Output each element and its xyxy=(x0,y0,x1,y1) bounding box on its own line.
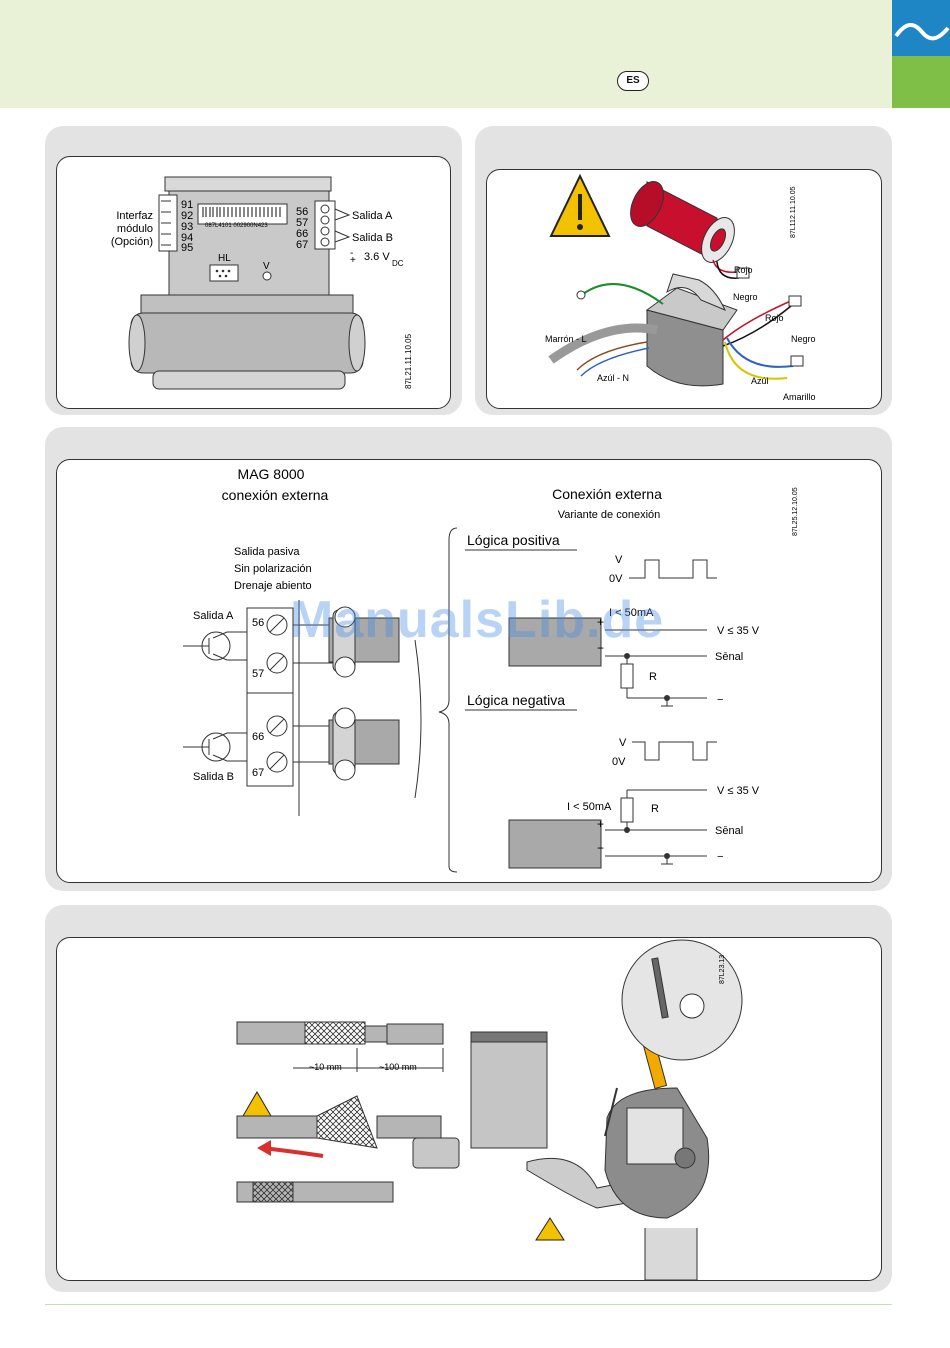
term-56: 56 xyxy=(252,617,264,629)
positive-current: I < 50mA xyxy=(609,607,654,619)
label-rojo-mid: Rojo xyxy=(765,313,784,323)
label-rojo-top: Rojo xyxy=(734,265,753,275)
condition-line3: Drenaje abiento xyxy=(234,580,312,592)
positive-minus: − xyxy=(597,641,604,655)
ref-code-2: 87L112.11.10.05 xyxy=(790,186,797,238)
frame-cable-installation: ~10 mm ~100 mm 87L23.13 xyxy=(56,937,882,1281)
warning-icon-small-2 xyxy=(535,1217,565,1241)
strip-long-label: ~100 mm xyxy=(379,1062,417,1072)
condition-line2: Sin polarización xyxy=(234,563,312,575)
fold-arrow-icon xyxy=(262,1146,324,1158)
wave-icon xyxy=(894,23,950,41)
positive-supply: V ≤ 35 V xyxy=(717,625,760,637)
positive-ground: − xyxy=(717,694,723,706)
term-57: 57 xyxy=(252,668,264,680)
term-66: 66 xyxy=(252,731,264,743)
frame-external-connection: MAG 8000 conexión externa Salida pasiva … xyxy=(56,459,882,883)
output-b-label: Salida B xyxy=(352,232,393,244)
label-azul-n: Azúl - N xyxy=(597,373,629,383)
sensor-housing xyxy=(470,1037,548,1149)
label-negro-top: Negro xyxy=(733,292,758,302)
cable-gland xyxy=(412,1137,460,1169)
serial-label: 087L4101 002900N423 xyxy=(205,223,268,229)
terminal-94-label: 94 xyxy=(181,232,193,244)
v-test-point-icon xyxy=(262,271,272,281)
label-amarillo: Amarillo xyxy=(783,392,816,402)
brand-logo-wave xyxy=(892,0,950,56)
battery-voltage-sub: DC xyxy=(392,259,404,268)
hl-label: HL xyxy=(218,253,231,264)
salida-a-label: Salida A xyxy=(193,610,234,622)
mag-title-line1: MAG 8000 xyxy=(238,466,305,482)
negative-resistor: R xyxy=(651,803,659,815)
salida-b-label: Salida B xyxy=(193,771,234,783)
positive-v: V xyxy=(615,554,623,566)
mag-title-line2: conexión externa xyxy=(222,487,329,503)
ground-ring-icon xyxy=(576,290,586,300)
terminal-92-label: 92 xyxy=(181,210,193,222)
coil-image xyxy=(630,181,735,263)
strip-short-label: ~10 mm xyxy=(309,1062,342,1072)
positive-logic-title: Lógica positiva xyxy=(467,532,560,548)
negative-supply: V ≤ 35 V xyxy=(717,785,760,797)
language-badge: ES xyxy=(617,71,649,91)
interface-label-line1: Interfaz xyxy=(116,210,153,222)
brand-logo-green xyxy=(892,56,950,108)
right-title: Conexión externa xyxy=(552,486,662,502)
terminal-66-label: 66 xyxy=(296,228,308,240)
negative-current: I < 50mA xyxy=(567,801,612,813)
positive-signal: Sēnal xyxy=(715,651,743,663)
battery-voltage: 3.6 V xyxy=(364,251,390,263)
output-a-label: Salida A xyxy=(352,210,393,222)
interface-label-line3: (Opción) xyxy=(111,236,153,248)
coil-housing xyxy=(645,273,738,387)
frame-coil-wiring: Rojo Negro Rojo Negro Marrón - L Azúl - … xyxy=(486,169,882,409)
interface-label-line2: módulo xyxy=(117,223,153,235)
negative-logic-title: Lógica negativa xyxy=(467,692,565,708)
label-negro-mid: Negro xyxy=(791,334,816,344)
positive-resistor: R xyxy=(649,671,657,683)
term-67: 67 xyxy=(252,767,264,779)
negative-minus: − xyxy=(597,841,604,855)
condition-line1: Salida pasiva xyxy=(234,546,300,558)
ref-code-1: 87L21.11.10.05 xyxy=(404,333,413,389)
terminal-57-label: 57 xyxy=(296,217,308,229)
positive-0v: 0V xyxy=(609,573,623,585)
negative-signal: Sēnal xyxy=(715,825,743,837)
right-subtitle: Variante de conexión xyxy=(558,509,661,521)
header-band xyxy=(0,0,892,108)
ref-code-4: 87L23.13 xyxy=(719,955,726,984)
ref-code-3: 87L25.12.10.05 xyxy=(792,487,799,536)
warning-icon-small xyxy=(242,1091,272,1117)
negative-0v: 0V xyxy=(612,756,626,768)
negative-plus: + xyxy=(597,817,604,831)
frame-terminal-board: 087L4101 002900N423 HL V 91 92 93 94 95 … xyxy=(56,156,451,409)
battery-plus: + xyxy=(350,255,356,266)
terminal-67-label: 67 xyxy=(296,239,308,251)
terminal-56-label: 56 xyxy=(296,206,308,218)
label-marron: Marrón - L xyxy=(545,334,587,344)
terminal-91-label: 91 xyxy=(181,199,193,211)
footer-divider xyxy=(45,1304,892,1305)
terminal-93-label: 93 xyxy=(181,221,193,233)
label-azul: Azúl xyxy=(751,376,769,386)
positive-plus: + xyxy=(597,615,604,629)
terminal-95-label: 95 xyxy=(181,242,193,254)
negative-v: V xyxy=(619,737,627,749)
battery-minus: - xyxy=(350,248,353,259)
v-label: V xyxy=(263,261,270,272)
negative-ground: − xyxy=(717,851,723,863)
